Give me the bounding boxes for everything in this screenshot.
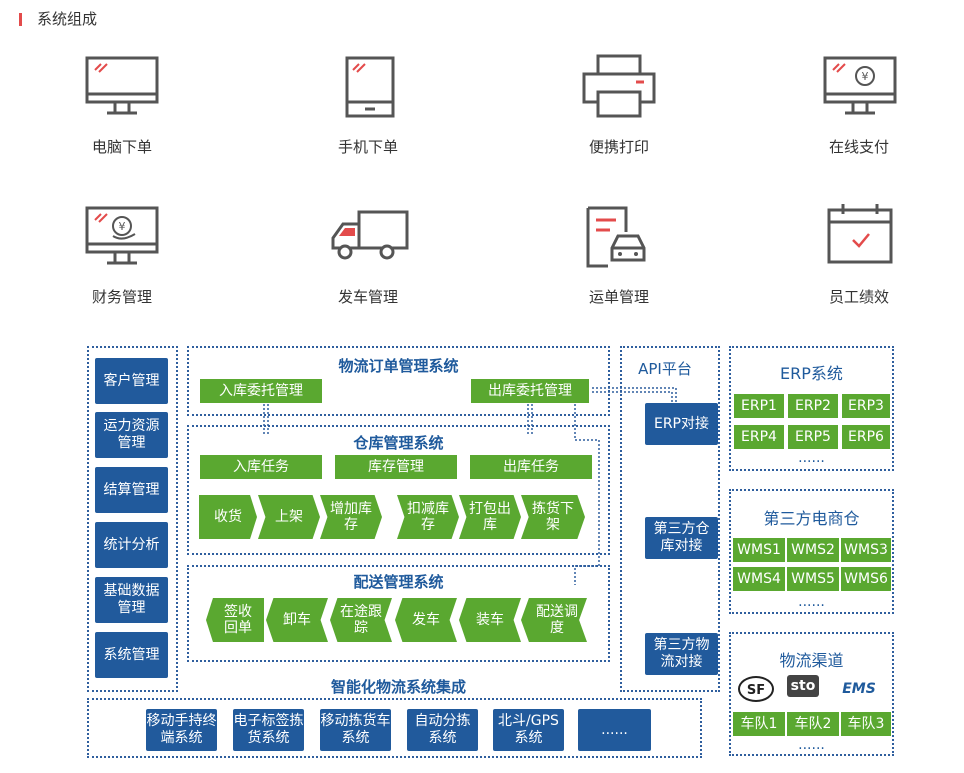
feature-label-dispatch: 发车管理 (337, 288, 398, 306)
integration-beidou-gps[interactable]: 北斗/GPS系统 (493, 709, 564, 751)
wms-item-3[interactable]: WMS3 (841, 538, 891, 562)
erp-panel (729, 346, 894, 471)
printer-icon (582, 54, 656, 118)
inventory-manage-button[interactable]: 库存管理 (335, 455, 457, 479)
step-in-transit: 在途跟踪 (330, 598, 392, 642)
step-dispatch-schedule: 配送调度 (521, 598, 587, 642)
page-title: 系统组成 (37, 10, 98, 28)
erp-item-1[interactable]: ERP1 (734, 394, 784, 418)
warehouse-system-panel (187, 425, 610, 555)
sto-express-logo: sto (787, 675, 819, 697)
calendar-check-icon (827, 204, 893, 264)
wms-item-5[interactable]: WMS5 (787, 567, 839, 591)
svg-text:¥: ¥ (119, 220, 126, 233)
menu-customer[interactable]: 客户管理 (95, 358, 168, 404)
erp-item-6[interactable]: ERP6 (842, 425, 890, 449)
erp-item-2[interactable]: ERP2 (788, 394, 838, 418)
sf-express-logo: SF (738, 676, 774, 702)
fleet-item-1[interactable]: 车队1 (733, 712, 785, 736)
api-platform-title: API平台 (638, 360, 692, 378)
tablet-icon (345, 56, 395, 118)
waybill-car-icon (586, 206, 646, 268)
truck-icon (331, 210, 409, 260)
payment-monitor-icon: ¥ (823, 56, 897, 115)
feature-label-pc-order: 电脑下单 (91, 138, 152, 156)
outbound-entrust-button[interactable]: 出库委托管理 (471, 379, 589, 403)
wms-item-1[interactable]: WMS1 (733, 538, 785, 562)
integration-handheld[interactable]: 移动手持终端系统 (146, 709, 217, 751)
wms-item-6[interactable]: WMS6 (841, 567, 891, 591)
header-accent-bar (19, 13, 22, 26)
fleet-item-3[interactable]: 车队3 (841, 712, 891, 736)
inbound-task-button[interactable]: 入库任务 (200, 455, 322, 479)
menu-settlement[interactable]: 结算管理 (95, 467, 168, 513)
integration-more[interactable]: ...... (578, 709, 651, 751)
step-add-stock: 增加库存 (320, 495, 382, 539)
erp-item-3[interactable]: ERP3 (842, 394, 890, 418)
delivery-system-title: 配送管理系统 (353, 573, 444, 591)
order-system-panel (187, 346, 610, 416)
warehouse-system-title: 仓库管理系统 (353, 434, 444, 452)
feature-label-online-payment: 在线支付 (828, 138, 889, 156)
step-pick: 拣货下架 (521, 495, 585, 539)
menu-basic-data[interactable]: 基础数据管理 (95, 577, 168, 623)
integration-title: 智能化物流系统集成 (330, 678, 466, 696)
erp-item-5[interactable]: ERP5 (788, 425, 838, 449)
ecommerce-more: ...... (798, 594, 825, 610)
feature-label-performance: 员工绩效 (828, 288, 889, 306)
step-sign-receipt: 签收回单 (206, 598, 264, 642)
feature-label-portable-print: 便携打印 (588, 138, 649, 156)
menu-capacity[interactable]: 运力资源管理 (95, 412, 168, 458)
inbound-entrust-button[interactable]: 入库委托管理 (200, 379, 322, 403)
fleet-item-2[interactable]: 车队2 (787, 712, 839, 736)
delivery-system-panel (187, 565, 610, 662)
feature-label-finance: 财务管理 (91, 288, 152, 306)
logistics-panel (729, 632, 894, 756)
computer-icon (85, 56, 159, 115)
integration-e-label[interactable]: 电子标签拣货系统 (233, 709, 304, 751)
step-deduct-stock: 扣减库存 (397, 495, 459, 539)
outbound-task-button[interactable]: 出库任务 (470, 455, 592, 479)
step-depart: 发车 (395, 598, 457, 642)
integration-panel (87, 698, 702, 758)
integration-auto-sort[interactable]: 自动分拣系统 (407, 709, 478, 751)
api-third-party-warehouse[interactable]: 第三方仓库对接 (645, 517, 718, 559)
wms-item-4[interactable]: WMS4 (733, 567, 785, 591)
step-pack-out: 打包出库 (459, 495, 521, 539)
feature-label-mobile-order: 手机下单 (337, 138, 398, 156)
left-menu-panel (87, 346, 178, 692)
step-shelve: 上架 (258, 495, 320, 539)
api-erp-connect[interactable]: ERP对接 (645, 403, 718, 445)
integration-mobile-picking[interactable]: 移动拣货车系统 (320, 709, 391, 751)
ecommerce-title: 第三方电商仓 (763, 509, 860, 528)
step-unload: 卸车 (266, 598, 328, 642)
erp-title: ERP系统 (780, 364, 843, 383)
api-third-party-logistics[interactable]: 第三方物流对接 (645, 633, 718, 675)
logistics-more: ...... (798, 737, 825, 753)
feature-label-waybill: 运单管理 (588, 288, 649, 306)
api-platform-panel (620, 346, 720, 692)
wms-item-2[interactable]: WMS2 (787, 538, 839, 562)
logistics-title: 物流渠道 (779, 651, 844, 670)
order-system-title: 物流订单管理系统 (338, 357, 459, 375)
erp-more: ...... (798, 450, 825, 466)
step-receive: 收货 (199, 495, 257, 539)
ecommerce-panel (729, 489, 894, 614)
step-load: 装车 (459, 598, 521, 642)
erp-item-4[interactable]: ERP4 (734, 425, 784, 449)
ems-logo: EMS (842, 681, 876, 697)
svg-text:¥: ¥ (862, 70, 869, 83)
finance-monitor-icon: ¥ (85, 206, 159, 265)
menu-system[interactable]: 系统管理 (95, 632, 168, 678)
menu-statistics[interactable]: 统计分析 (95, 522, 168, 568)
